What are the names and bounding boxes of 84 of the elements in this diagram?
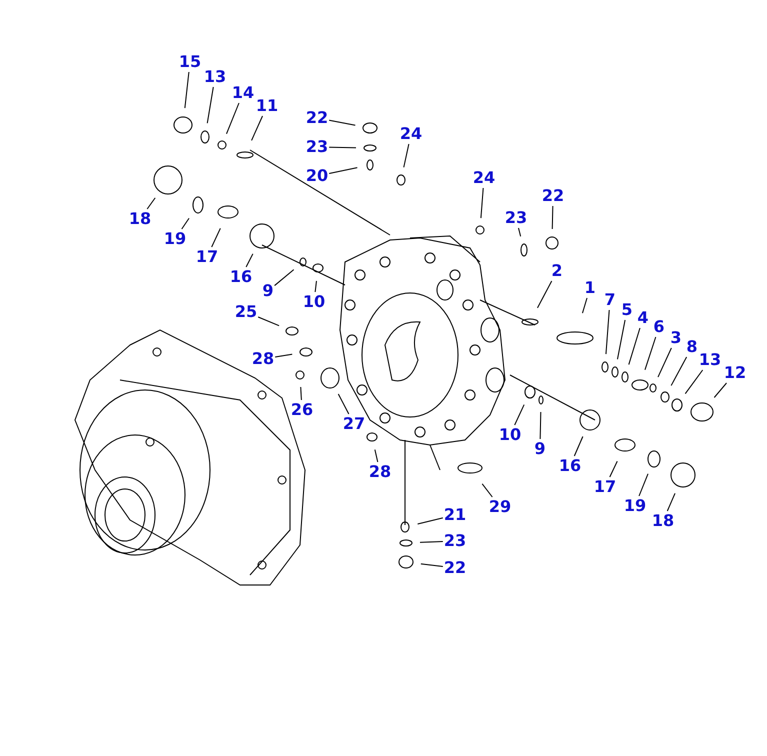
leader-line	[184, 72, 190, 109]
callout-number: 22	[306, 109, 328, 127]
leader-line	[714, 382, 728, 398]
callout-number: 9	[534, 440, 546, 458]
leader-line	[300, 386, 302, 400]
callout-number: 19	[624, 497, 646, 515]
callout-number: 13	[698, 351, 722, 369]
leader-line	[518, 228, 522, 237]
leader-line	[206, 86, 214, 124]
leader-line	[328, 120, 356, 126]
leader-line	[274, 354, 293, 358]
callout-number: 25	[234, 303, 258, 321]
callout-number: 18	[652, 512, 674, 530]
leader-line	[181, 218, 190, 230]
callout-number: 6	[653, 318, 665, 336]
leader-line	[666, 492, 676, 512]
callout-number: 12	[724, 364, 746, 382]
leader-line	[338, 393, 350, 414]
callout-number: 9	[262, 282, 274, 300]
leader-line	[417, 517, 444, 524]
callout-number: 22	[542, 187, 564, 205]
callout-number: 23	[444, 532, 466, 550]
leader-line	[670, 356, 688, 386]
callout-number: 21	[444, 506, 466, 524]
callout-number: 10	[302, 293, 326, 311]
leader-line	[328, 146, 356, 148]
callout-number: 17	[196, 248, 218, 266]
leader-line	[480, 188, 484, 219]
leader-line	[536, 280, 552, 308]
leader-line	[420, 541, 444, 543]
callout-number: 15	[178, 53, 202, 71]
callout-number: 14	[232, 84, 254, 102]
leader-line	[246, 253, 254, 268]
callout-number: 23	[504, 209, 528, 227]
callout-number: 10	[498, 426, 522, 444]
callout-number: 2	[551, 262, 563, 280]
callout-number: 16	[230, 268, 252, 286]
callout-number: 28	[368, 463, 392, 481]
leader-line	[540, 412, 542, 440]
leader-line	[211, 228, 221, 248]
leader-line	[146, 197, 156, 210]
callout-number: 4	[637, 309, 649, 327]
callout-number: 18	[128, 210, 152, 228]
leader-line	[574, 436, 584, 456]
callout-number: 20	[306, 167, 328, 185]
callout-number: 24	[472, 169, 496, 187]
callout-number: 8	[686, 338, 698, 356]
leader-line	[482, 483, 493, 498]
callout-number: 5	[621, 301, 633, 319]
leader-line	[644, 336, 656, 370]
callout-number: 26	[290, 401, 314, 419]
leader-line	[628, 328, 640, 366]
leader-line	[616, 320, 626, 360]
callout-number: 7	[604, 291, 616, 309]
leader-line	[420, 563, 444, 568]
callout-number: 19	[164, 230, 186, 248]
leader-line	[251, 116, 263, 141]
callout-number: 16	[558, 457, 582, 475]
leader-line	[514, 404, 525, 426]
leader-line	[274, 269, 294, 286]
leader-line	[403, 144, 410, 168]
callout-number: 28	[252, 350, 274, 368]
callout-number: 11	[256, 97, 278, 115]
callout-number: 3	[670, 329, 682, 347]
leader-line	[658, 348, 672, 378]
leader-line	[314, 280, 317, 292]
callout-number: 17	[594, 478, 616, 496]
leader-line	[638, 473, 648, 496]
callout-number: 24	[400, 125, 422, 143]
callout-number: 13	[204, 68, 226, 86]
leader-line	[374, 449, 378, 462]
leader-line	[328, 167, 358, 174]
leader-line	[552, 206, 554, 230]
leader-line	[582, 298, 588, 314]
callout-number: 29	[488, 498, 512, 516]
leader-line	[609, 460, 618, 478]
callout-number: 23	[306, 138, 328, 156]
leader-line	[258, 316, 280, 326]
callout-number: 27	[342, 415, 366, 433]
callout-number: 1	[584, 279, 596, 297]
leader-line	[684, 370, 704, 394]
callout-number: 22	[444, 559, 466, 577]
leader-line	[226, 102, 240, 134]
leader-line	[605, 310, 610, 355]
